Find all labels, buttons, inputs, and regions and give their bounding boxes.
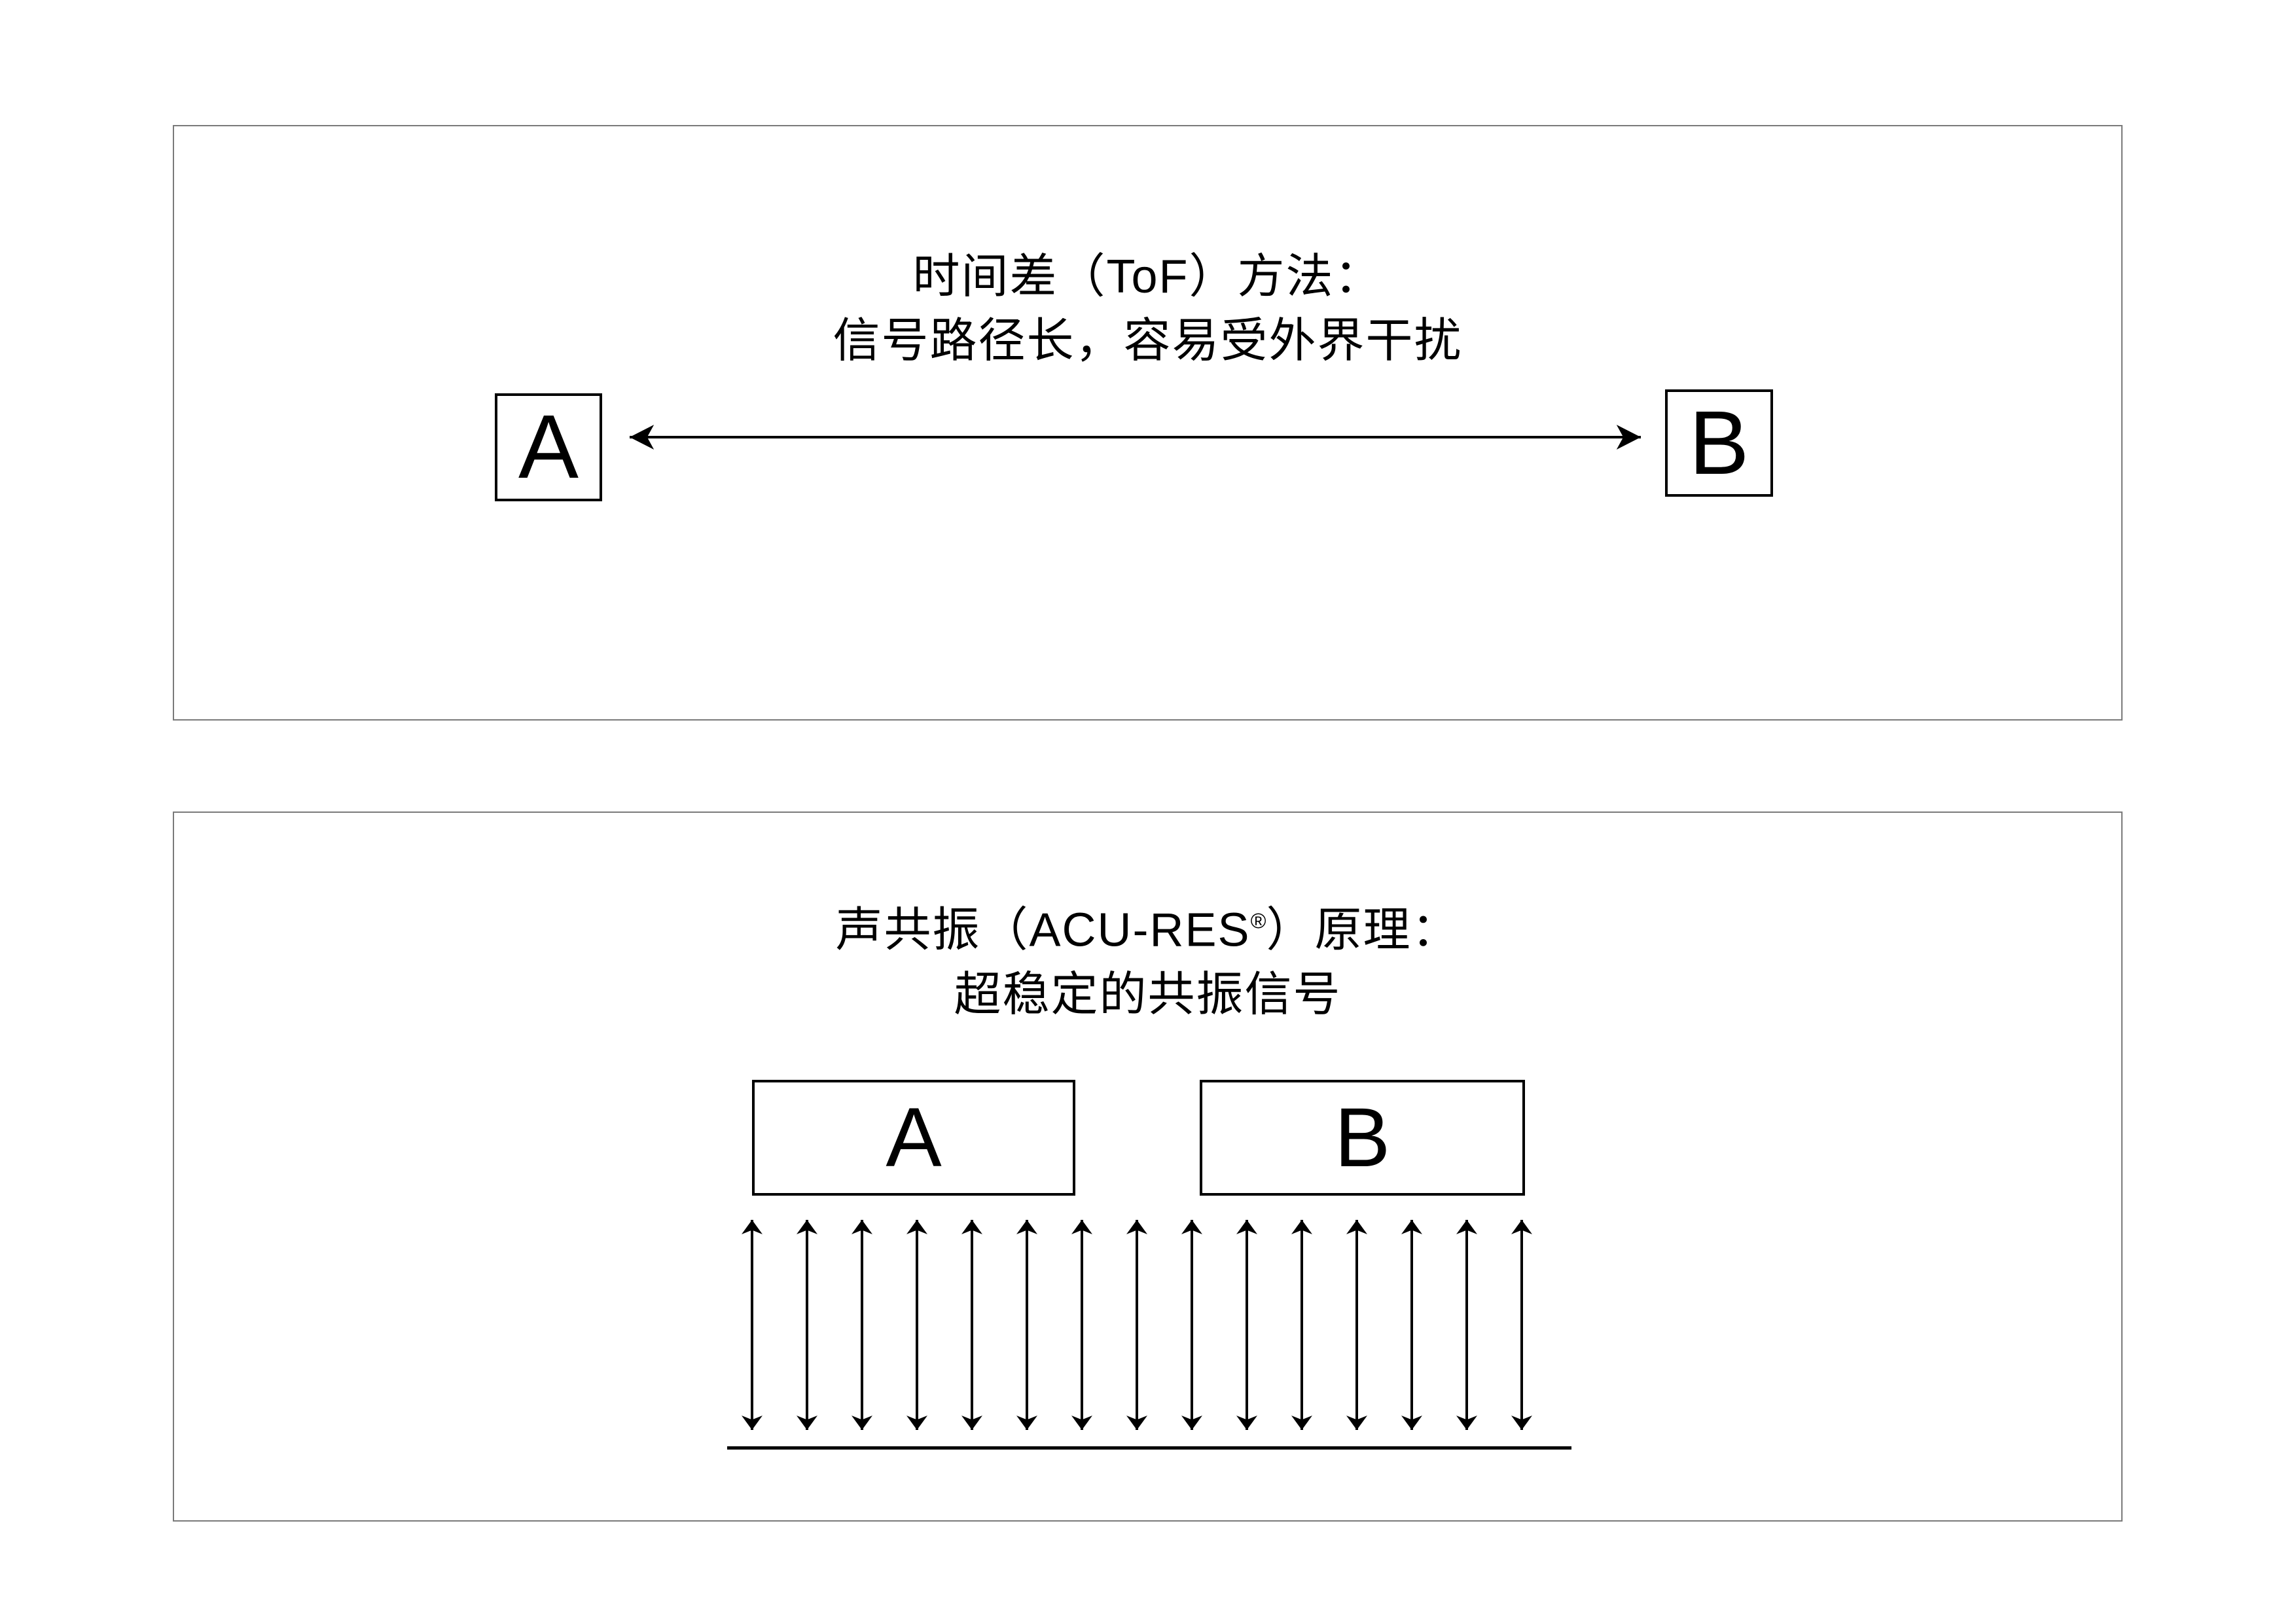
tof-title-line1: 时间差（ToF）方法： [912,251,1383,303]
acures-title-line1-post: ）原理： [1266,904,1460,957]
acures-title: 声共振（ACU-RES®）原理： 超稳定的共振信号 [174,889,2121,1027]
ground-line [727,1446,1571,1450]
tof-node-b-label: B [1689,392,1749,493]
tof-method-panel: 时间差（ToF）方法： 信号路径长，容易受外界干扰 A B [173,125,2123,721]
acures-principle-panel: 声共振（ACU-RES®）原理： 超稳定的共振信号 A B [173,812,2123,1522]
acures-node-b-box: B [1200,1080,1525,1196]
registered-trademark-symbol: ® [1250,909,1266,933]
tof-bidirectional-arrow [630,425,1641,450]
acures-node-a-box: A [752,1080,1075,1196]
acures-title-line1-pre: 声共振（ACU-RES [835,904,1251,957]
tof-node-b-box: B [1665,389,1773,497]
acures-node-b-label: B [1334,1091,1391,1185]
tof-title: 时间差（ToF）方法： 信号路径长，容易受外界干扰 [174,245,2121,373]
resonance-wave-arrows [742,1220,1532,1430]
tof-node-a-box: A [495,393,602,501]
acures-title-line2: 超稳定的共振信号 [954,968,1342,1021]
tof-title-line2: 信号路径长，容易受外界干扰 [833,315,1463,367]
acures-title-line1: 声共振（ACU-RES®）原理： [174,889,2121,963]
tof-node-a-label: A [518,397,579,497]
acures-node-a-label: A [886,1091,942,1185]
